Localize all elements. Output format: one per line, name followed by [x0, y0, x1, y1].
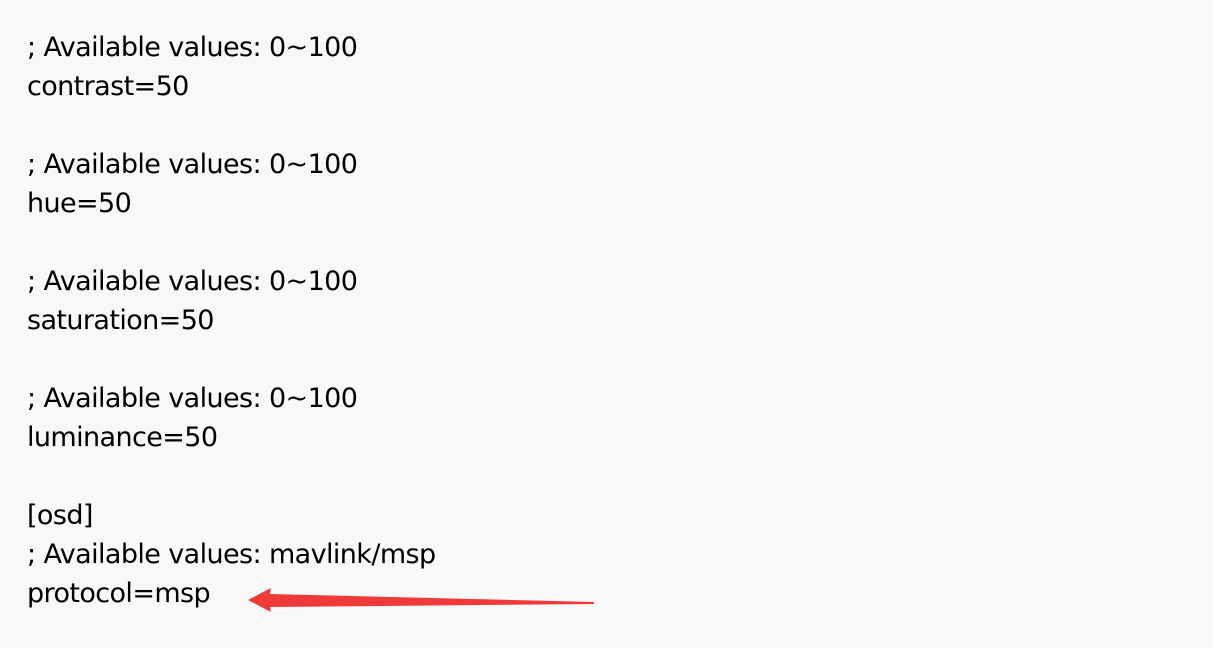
setting-hue: hue=50	[27, 188, 132, 219]
comment-line: ; Available values: 0~100	[27, 32, 358, 63]
setting-luminance: luminance=50	[27, 422, 218, 453]
comment-line: ; Available values: 0~100	[27, 149, 358, 180]
comment-line: ; Available values: 0~100	[27, 383, 358, 414]
setting-saturation: saturation=50	[27, 305, 214, 336]
comment-line: ; Available values: mavlink/msp	[27, 539, 436, 570]
setting-protocol: protocol=msp	[27, 578, 211, 609]
config-text: ; Available values: 0~100 contrast=50 ; …	[27, 28, 436, 613]
section-header-osd: [osd]	[27, 500, 93, 531]
comment-line: ; Available values: 0~100	[27, 266, 358, 297]
setting-contrast: contrast=50	[27, 71, 189, 102]
